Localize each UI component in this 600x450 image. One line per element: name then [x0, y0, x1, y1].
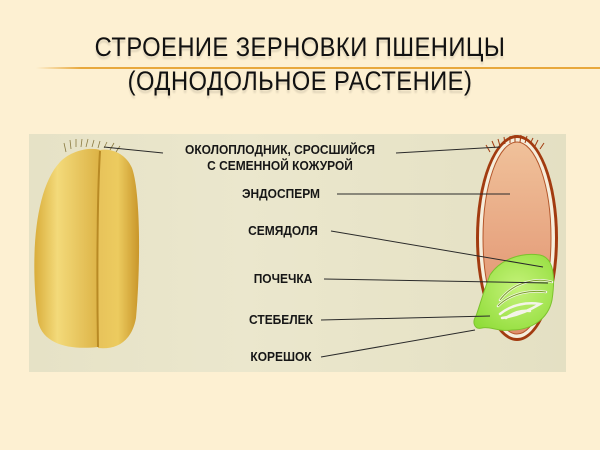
- title-line-1: Строение зерновки пшеницы: [94, 32, 506, 62]
- label-pericarp-line1: ОКОЛОПЛОДНИК, СРОСШИЙСЯ: [185, 142, 375, 157]
- slide-title: Строение зерновки пшеницы (однодольное р…: [0, 30, 600, 98]
- label-endosperm: ЭНДОСПЕРМ: [242, 186, 320, 201]
- label-root: КОРЕШОК: [250, 349, 312, 364]
- label-pericarp: ОКОЛОПЛОДНИК, СРОСШИЙСЯ С СЕМЕННОЙ КОЖУР…: [170, 142, 391, 174]
- label-pericarp-line2: С СЕМЕННОЙ КОЖУРОЙ: [207, 158, 353, 173]
- title-divider: [36, 67, 600, 69]
- label-cotyledon: СЕМЯДОЛЯ: [248, 223, 318, 238]
- whole-grain-illustration: [34, 138, 140, 349]
- grain-cross-section: [473, 134, 558, 341]
- label-stem: СТЕБЕЛЕК: [249, 312, 313, 327]
- label-bud: ПОЧЕЧКА: [253, 271, 313, 286]
- title-line-2: (однодольное растение): [127, 66, 473, 96]
- leader-lines: [103, 146, 549, 358]
